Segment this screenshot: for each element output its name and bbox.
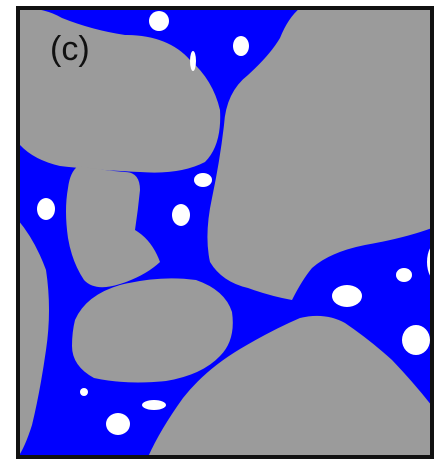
grain-center	[72, 278, 233, 383]
panel-label: (c)	[50, 30, 90, 68]
bubble-top-3	[190, 51, 196, 71]
bubble-mid-1	[194, 173, 212, 187]
bubble-top-1	[149, 11, 169, 31]
grain-bottom-right	[148, 315, 432, 457]
bubble-mid-3	[37, 198, 55, 220]
bubble-bottom-3	[106, 413, 130, 435]
bubble-bottom-1	[80, 388, 88, 396]
bubble-right-1	[332, 285, 362, 307]
bubble-bottom-2	[142, 400, 166, 410]
grain-left-edge	[18, 220, 49, 457]
bubble-top-2	[233, 36, 249, 56]
grain-top-right	[207, 8, 432, 300]
panel-frame	[16, 6, 434, 459]
grain-middle-left	[66, 166, 160, 288]
bubble-mid-2	[172, 204, 190, 226]
bubble-right-2	[396, 268, 412, 282]
grain-top-left	[18, 8, 221, 173]
bubble-right-3	[402, 325, 430, 355]
